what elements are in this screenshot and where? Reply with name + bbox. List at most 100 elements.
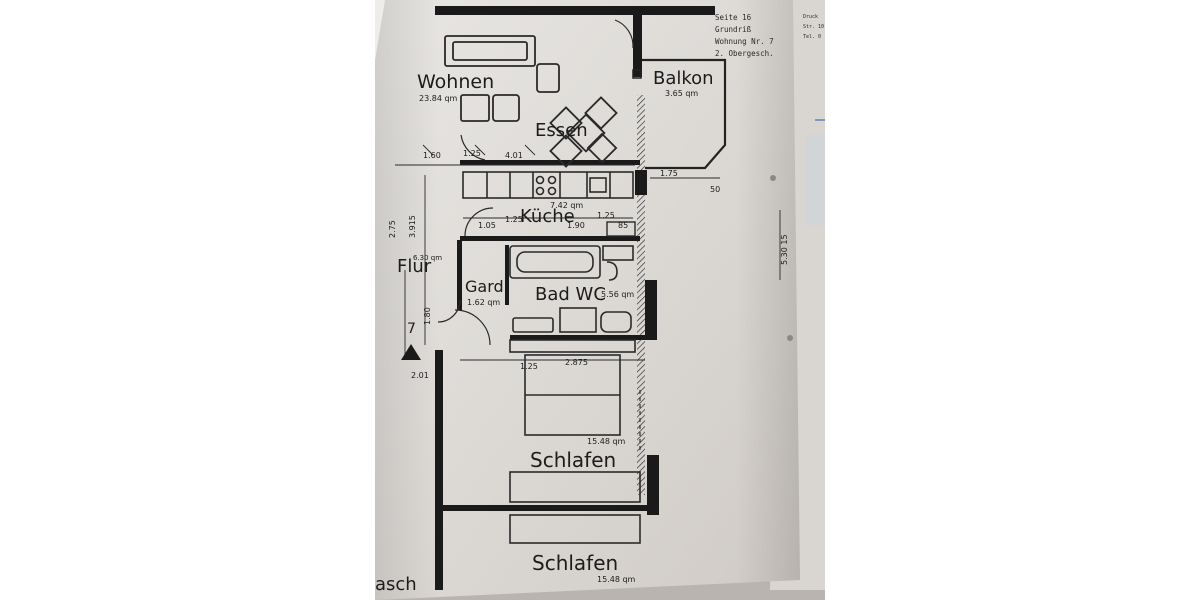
dining-chair-1 (549, 106, 583, 140)
binder-hole-top (770, 175, 776, 181)
door-swing-living (614, 19, 634, 49)
bathtub-inner (516, 251, 594, 273)
wall-bath-bottom (510, 335, 645, 340)
armchair (536, 63, 560, 93)
room-label-essen: Essen (535, 120, 588, 141)
toilet (600, 311, 632, 333)
room-label-flur: Flur (397, 256, 432, 277)
wall-kitchen-top (460, 160, 640, 165)
door-swing-living-entry (460, 134, 486, 161)
wall-gard-right (505, 245, 509, 305)
room-area-gard: 1.62 qm (467, 298, 500, 307)
wall-bedroom-bottom (443, 505, 659, 511)
room-area-schlafen-lower: 15.48 qm (597, 575, 636, 584)
dim-2875: 2.875 (565, 358, 588, 367)
wall-top (435, 6, 715, 15)
wall-right-kitchen (635, 170, 647, 195)
door-swing-gard (437, 299, 461, 323)
stove-burner-3 (535, 186, 545, 196)
dining-chair-4 (586, 132, 618, 164)
dim-125a: 1.25 (463, 149, 481, 158)
room-area-flur: 6.30 qm (413, 254, 442, 262)
dim-125c: 1.25 (597, 211, 615, 220)
wardrobe (509, 339, 636, 353)
dim-275: 2.75 (388, 220, 397, 238)
living-furniture (444, 35, 618, 168)
counter (462, 171, 634, 199)
header-seite: Seite 16 (715, 13, 752, 22)
bath-cabinet (602, 245, 634, 261)
wall-gard-left (457, 240, 462, 310)
room-label-balkon: Balkon (653, 68, 714, 89)
bath-shelf (512, 317, 554, 333)
dim-125d: 1.25 (520, 362, 538, 371)
dining-table (566, 113, 606, 153)
dining-chair-3 (549, 134, 583, 168)
wall-living-right-upper (633, 15, 642, 77)
dim-160: 1.60 (423, 151, 441, 160)
walls (435, 6, 715, 590)
kitchen-counter (462, 171, 634, 199)
wall-right-bedroom (647, 455, 659, 515)
room-area-wohnen: 23.84 qm (419, 94, 458, 103)
dimension-labels: 1.60 1.25 4.01 1.75 50 1.05 1.25 1.90 1.… (388, 149, 789, 380)
dim-53015: 5.30 15 (780, 234, 789, 265)
floor-plan-drawing: Seite 16 Grundriß Wohnung Nr. 7 2. Oberg… (375, 0, 825, 600)
stove-burner-1 (535, 175, 545, 185)
washbasin (606, 261, 618, 281)
room-label-kueche: Küche (520, 206, 575, 227)
room-area-schlafen: 15.48 qm (587, 437, 626, 446)
room-area-bad: 5.56 qm (601, 290, 634, 299)
room-area-kueche: 7.42 qm (550, 201, 583, 210)
door-swing-kitchen (464, 207, 494, 237)
bath-fixtures (509, 245, 634, 333)
toilet-tank (559, 307, 597, 333)
dresser (509, 471, 641, 503)
wall-left-bedroom (435, 350, 443, 590)
bathtub (509, 245, 601, 279)
binder-hole-bottom (787, 335, 793, 341)
door-swing-entry (454, 309, 491, 346)
dim-125b: 1.25 (505, 215, 523, 224)
balcony-door-post (632, 69, 642, 79)
dresser-lower (509, 514, 641, 544)
sofa (444, 35, 536, 67)
dim-190: 1.90 (567, 221, 585, 230)
balcony-outline (642, 58, 727, 170)
dim-180: 1.80 (423, 307, 432, 325)
entry-triangle-icon (401, 344, 421, 360)
dim-3915: 3.915 (408, 215, 417, 238)
stove-burner-4 (547, 186, 557, 196)
header-geschoss: 2. Obergesch. (715, 49, 774, 58)
side-note-3: Tel. 0 (803, 34, 821, 40)
dim-175: 1.75 (660, 169, 678, 178)
apartment-number: 7 (407, 321, 416, 337)
dim-50: 50 (710, 185, 720, 194)
stove-burner-2 (547, 175, 557, 185)
wall-right-main (637, 95, 645, 495)
dim-105: 1.05 (478, 221, 496, 230)
room-label-wohnen: Wohnen (417, 71, 494, 93)
sheet-shading (375, 0, 800, 600)
header-grundriss: Grundriß (715, 25, 752, 34)
wall-kitchen-bottom (460, 236, 640, 241)
bedroom-furniture (509, 339, 641, 544)
room-label-gard: Gard (465, 277, 504, 296)
bottom-left-fragment: asch (375, 574, 417, 595)
side-note-1: Druck (803, 14, 818, 20)
room-label-bad: Bad WC (535, 284, 606, 305)
armchair-2 (492, 94, 520, 122)
floor-plan-photo: Seite 16 Grundriß Wohnung Nr. 7 2. Oberg… (375, 0, 825, 600)
room-area-balkon: 3.65 qm (665, 89, 698, 98)
side-note-2: Str. 10 (803, 24, 824, 30)
dim-401: 4.01 (505, 151, 523, 160)
dim-201: 2.01 (411, 371, 429, 380)
kitchen-sink (589, 177, 607, 193)
coffee-table (460, 94, 490, 122)
sofa-cushion (452, 41, 528, 61)
room-label-schlafen-lower: Schlafen (532, 551, 618, 575)
dimension-lines (395, 144, 781, 361)
kitchen-fridge (606, 221, 636, 237)
back-sheet-table (805, 135, 825, 225)
